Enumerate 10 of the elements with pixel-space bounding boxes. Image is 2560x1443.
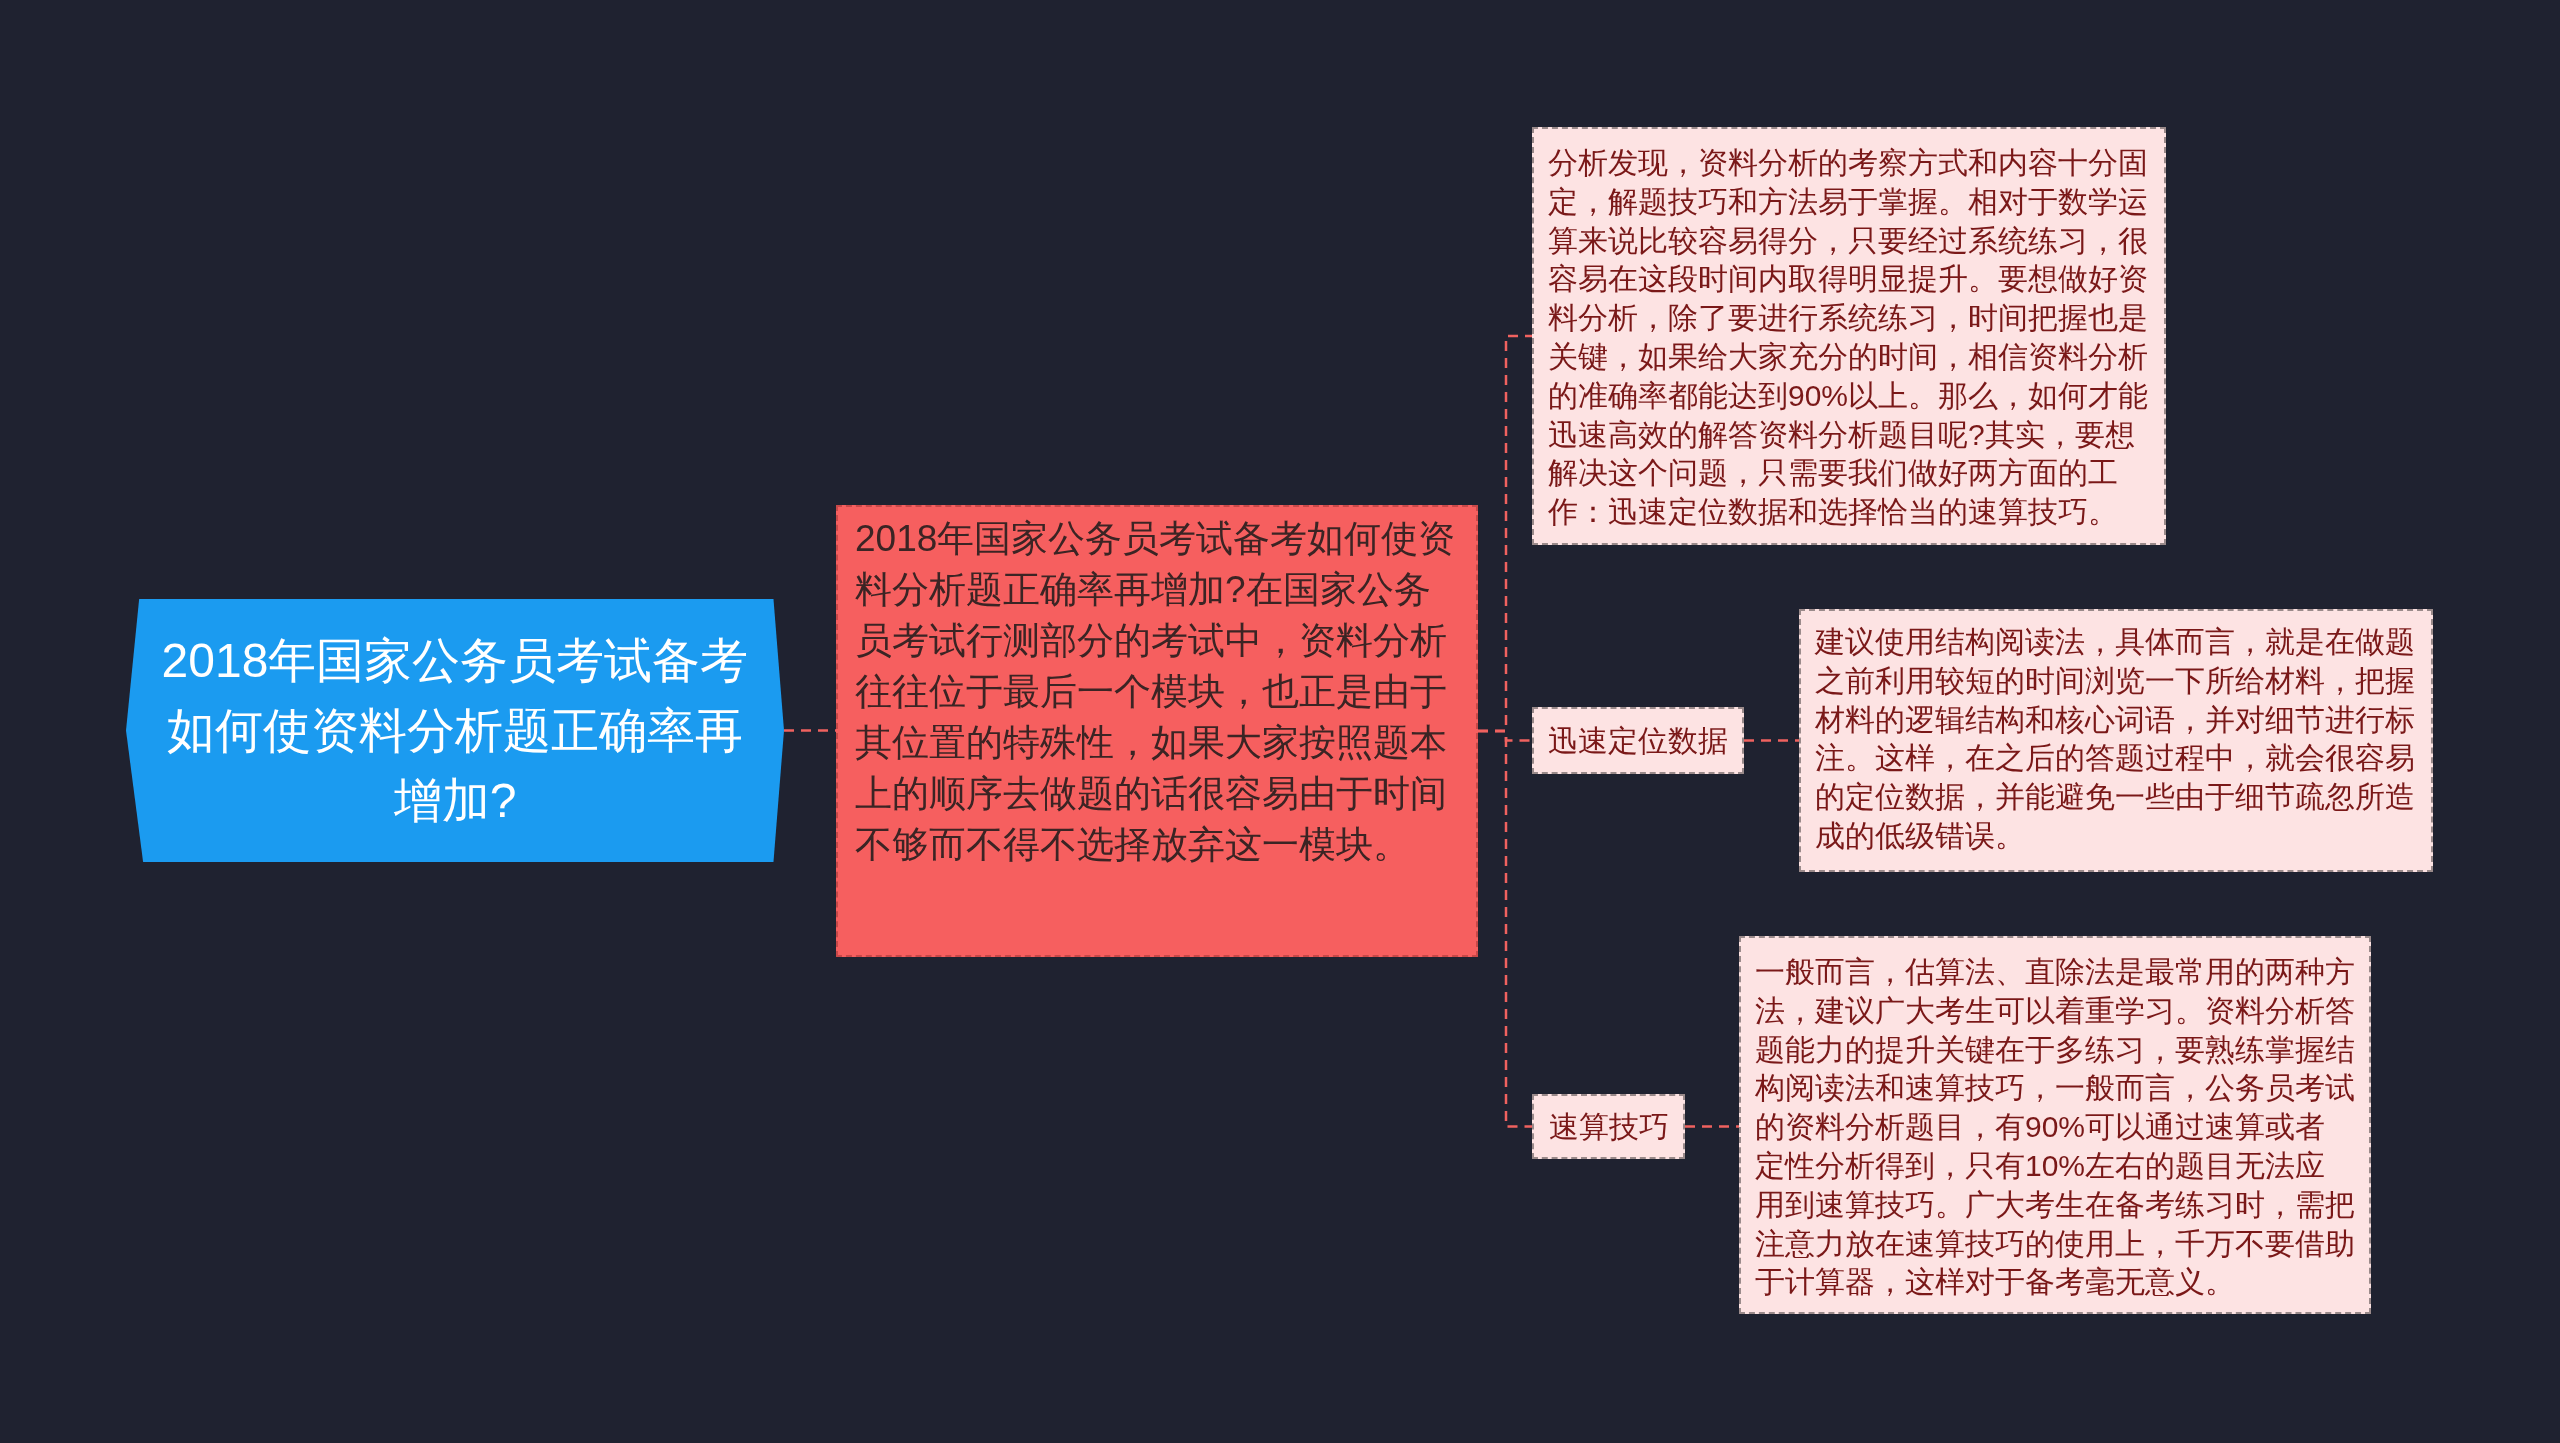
root-topic: 2018年国家公务员考试备考如何使资料分析题正确率再增加? (126, 599, 784, 862)
connector-line (1685, 1125, 1739, 1128)
subtopic-box: 迅速定位数据 (1532, 707, 1744, 774)
topic-box: 2018年国家公务员考试备考如何使资料分析题正确率再增加?在国家公务员考试行测部分的考试中，资料分析往往位于最后一个模块，也正是由于其位置的特殊性，如果大家按照题本上的顺序去做题的话很容易由于时间不够而不得不选择放弃这一模块。 (836, 505, 1478, 957)
note-box: 分析发现，资料分析的考察方式和内容十分固定，解题技巧和方法易于掌握。相对于数学运算来说比较容易得分，只要经过系统练习，很容易在这段时间内取得明显提升。要想做好资料分析，除了要进行系统练习，时间把握也是关键，如果给大家充分的时间，相信资料分析的准确率都能达到90%以上。那么，如何才能迅速高效的解答资料分析题目呢?其实，要想解决这个问题，只需要我们做好两方面的工作：迅速定位数据和选择恰当的速算技巧。 (1532, 127, 2166, 545)
connector-line (1478, 729, 1532, 1128)
connector-line (1744, 739, 1799, 742)
subtopic-box: 速算技巧 (1532, 1094, 1685, 1159)
note-box: 建议使用结构阅读法，具体而言，就是在做题之前利用较短的时间浏览一下所给材料，把握材料的逻辑结构和核心词语，并对细节进行标注。这样，在之后的答题过程中，就会很容易的定位数据，并能避免一些由于细节疏忽所造成的低级错误。 (1799, 609, 2433, 872)
note-box: 一般而言，估算法、直除法是最常用的两种方法，建议广大考生可以着重学习。资料分析答题能力的提升关键在于多练习，要熟练掌握结构阅读法和速算技巧，一般而言，公务员考试的资料分析题目，有90%可以通过速算或者定性分析得到，只有10%左右的题目无法应用到速算技巧。广大考生在备考练习时，需把注意力放在速算技巧的使用上，千万不要借助于计算器，这样对于备考毫无意义。 (1739, 936, 2371, 1314)
